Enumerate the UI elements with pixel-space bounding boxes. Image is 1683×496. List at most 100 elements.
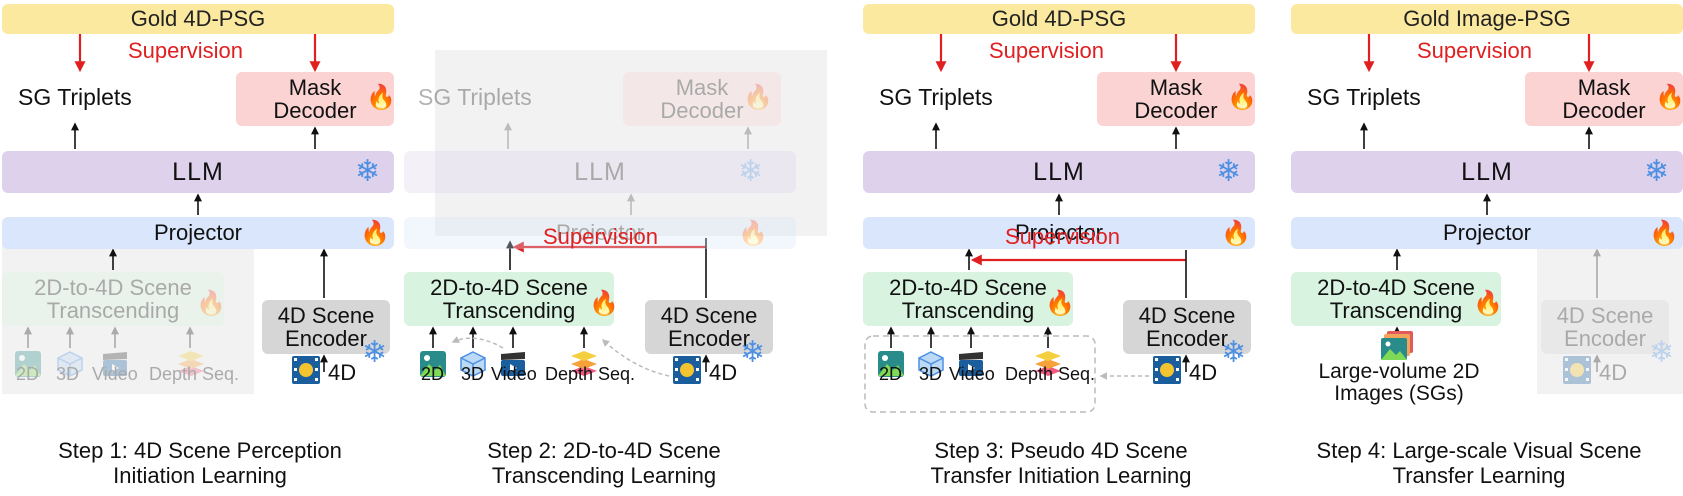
fire-icon: 🔥 [1655,84,1683,111]
step-line-1: Step 2: 2D-to-4D Scene [487,438,721,463]
sg-triplets: SG Triplets [18,84,132,110]
fire-icon: 🔥 [196,290,226,317]
label-video: Video [491,364,537,384]
label-3d: 3D [919,364,943,384]
mask-decoder-label: Mask Decoder [1134,74,1218,123]
panel-step-2: SG Triplets Mask Decoder 🔥 LLM ❄ Project… [404,0,853,496]
label-depth-seq: Depth Seq. [545,364,636,384]
4d-scene-encoder: 4D Scene Encoder [1123,300,1251,354]
step-line-2: Transfer Initiation Learning [930,463,1192,489]
fire-icon: 🔥 [1221,220,1251,247]
film-4d-icon [673,356,701,384]
4d-scene-encoder: 4D Scene Encoder [262,300,390,354]
cube-3d-icon [918,351,944,377]
video-clapper-icon [501,352,525,376]
panel-step-3: Gold 4D-PSG Supervision SG Triplets Mask… [861,0,1281,496]
video-clapper-icon [103,352,127,376]
panel-step-4: Gold Image-PSG Supervision SG Triplets M… [1289,0,1683,496]
encoder-label: 4D Scene Encoder [1556,302,1654,351]
fire-icon: 🔥 [1649,220,1679,247]
label-4d: 4D [1599,360,1628,385]
images-label: Large-volume 2D Images (SGs) [1318,359,1480,405]
4d-scene-encoder: 4D Scene Encoder [645,300,773,354]
film-4d-icon [1563,356,1591,384]
image-2d-icon [15,351,41,377]
mask-decoder-label: Mask Decoder [273,74,357,123]
image-2d-icon [420,351,446,377]
inactive-region [1537,236,1683,394]
projector: Projector [404,217,796,249]
projector: Projector [2,217,394,249]
fire-icon: 🔥 [1045,290,1075,317]
4d-scene-encoder: 4D Scene Encoder [1541,300,1669,354]
encoder-label: 4D Scene Encoder [277,302,375,351]
step-line-1: Step 3: Pseudo 4D Scene [934,438,1188,463]
label-2d: 2D [879,364,903,384]
label-2d: 2D [16,364,40,384]
gold-4d-psg: Gold 4D-PSG [863,4,1255,34]
mask-decoder: Mask Decoder [1097,72,1255,126]
label-3d: 3D [56,364,80,384]
supervision-label: Supervision [543,224,658,249]
cube-3d-icon [460,351,486,377]
inactive-region [2,244,254,394]
fire-icon: 🔥 [1473,290,1503,317]
mask-decoder: Mask Decoder [1525,72,1683,126]
step-line-1: Step 1: 4D Scene Perception [58,438,342,463]
arrows [429,122,752,377]
image-2d-icon [878,351,904,377]
sg-triplets: SG Triplets [879,84,993,110]
2d-to-4d-transcending: 2D-to-4D Scene Transcending [1291,272,1501,326]
label-4d: 4D [328,360,357,385]
snowflake-icon: ❄ [1221,336,1247,369]
depth-layers-icon [1035,351,1061,376]
transcending-label: 2D-to-4D Scene Transcending [889,274,1047,323]
llm: LLM [404,151,796,193]
fire-icon: 🔥 [589,290,619,317]
cube-3d-icon [57,351,83,377]
supervision-label: Supervision [128,38,243,63]
mask-decoder-label: Mask Decoder [1562,74,1646,123]
2d-to-4d-transcending: 2D-to-4D Scene Transcending [863,272,1073,326]
sg-triplets: SG Triplets [1307,84,1421,110]
gold-4d-psg: Gold 4D-PSG [2,4,394,34]
fire-icon: 🔥 [743,84,773,111]
step-line-2: Transcending Learning [491,463,717,489]
snowflake-icon: ❄ [1216,155,1242,188]
image-stack-icon [1381,331,1413,360]
llm: LLM [863,151,1255,193]
panel-step-1: Gold 4D-PSG Supervision SG Triplets Mask… [0,0,420,496]
large-volume-images: Large-volume 2D Images (SGs) [1299,360,1499,406]
depth-layers-icon [178,351,204,376]
transcending-label: 2D-to-4D Scene Transcending [1317,274,1475,323]
fire-icon: 🔥 [738,220,768,247]
2d-to-4d-transcending: 2D-to-4D Scene Transcending [2,272,224,326]
label-depth-seq: Depth Seq. [149,364,240,384]
llm: LLM [2,151,394,193]
mask-decoder-label: Mask Decoder [660,74,744,123]
sg-triplets: SG Triplets [418,84,532,110]
arrows [24,34,328,372]
label-4d: 4D [1189,360,1218,385]
snowflake-icon: ❄ [362,336,388,369]
label-4d: 4D [709,360,738,385]
supervision-label-2: Supervision [1005,224,1120,249]
gold-image-psg: Gold Image-PSG [1291,4,1683,34]
film-4d-icon [1153,356,1181,384]
supervision-label: Supervision [1417,38,1532,63]
snowflake-icon: ❄ [355,155,381,188]
llm: LLM [1291,151,1683,193]
depth-layers-icon [571,351,597,376]
transcending-label: 2D-to-4D Scene Transcending [34,274,192,323]
label-depth-seq: Depth Seq. [1005,364,1096,384]
fire-icon: 🔥 [366,84,396,111]
label-2d: 2D [421,364,445,384]
snowflake-icon: ❄ [738,155,764,188]
encoder-label: 4D Scene Encoder [660,302,758,351]
supervision-label: Supervision [989,38,1104,63]
snowflake-icon: ❄ [740,336,766,369]
